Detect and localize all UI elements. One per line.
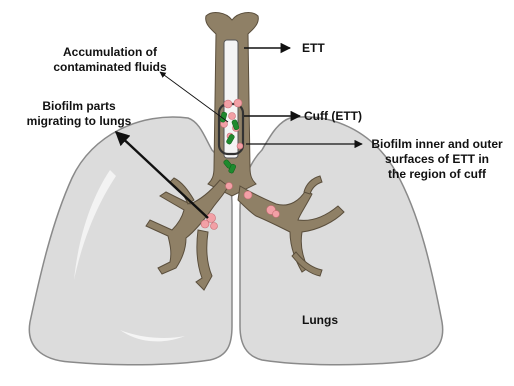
label-biofilm-surfaces-line1: Biofilm inner and outer bbox=[362, 137, 512, 152]
label-accumulation: Accumulation of contaminated fluids bbox=[40, 45, 180, 75]
label-biofilm-parts-line1: Biofilm parts bbox=[18, 99, 140, 114]
label-biofilm-surfaces: Biofilm inner and outer surfaces of ETT … bbox=[362, 137, 512, 182]
label-biofilm-parts: Biofilm parts migrating to lungs bbox=[18, 99, 140, 129]
label-accumulation-line2: contaminated fluids bbox=[40, 60, 180, 75]
label-cuff: Cuff (ETT) bbox=[304, 109, 362, 124]
label-accumulation-line1: Accumulation of bbox=[40, 45, 180, 60]
label-biofilm-surfaces-line3: the region of cuff bbox=[362, 167, 512, 182]
label-biofilm-surfaces-line2: surfaces of ETT in bbox=[362, 152, 512, 167]
label-lungs: Lungs bbox=[302, 313, 338, 328]
label-biofilm-parts-line2: migrating to lungs bbox=[18, 114, 140, 129]
label-ett: ETT bbox=[302, 41, 325, 56]
